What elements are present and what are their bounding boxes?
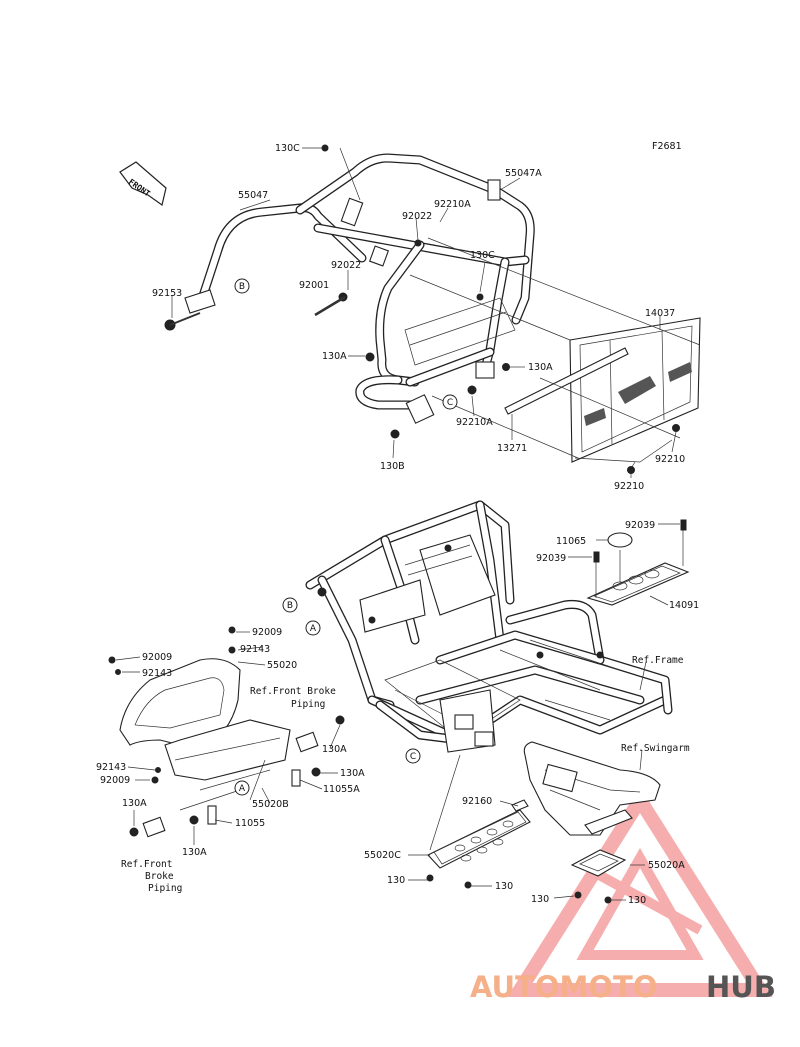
skid-plate-front (426, 754, 531, 889)
label-55020A: 55020A (648, 860, 685, 871)
label-11055A: 11055A (323, 784, 360, 795)
label-92009-a: 92009 (252, 627, 282, 638)
label-130-a: 130 (387, 875, 405, 886)
label-55047: 55047 (238, 190, 268, 201)
label-11055: 11055 (235, 818, 265, 829)
label-130-c: 130 (531, 894, 549, 905)
swingarm (523, 741, 661, 904)
ref-brake-bot-line1: Ref.Front (121, 859, 172, 870)
label-130B: 130B (380, 461, 405, 472)
ref-brake-top-line1: Ref.Front Broke (250, 686, 336, 697)
label-92210-a: 92210 (655, 454, 685, 465)
ref-brake-bot-line2: Broke (145, 871, 174, 882)
label-130A-f: 130A (182, 847, 207, 858)
front-arrow: FRONT (119, 161, 167, 207)
ref-brake-bot-line3: Piping (148, 883, 182, 894)
label-92009-c: 92009 (100, 775, 130, 786)
label-92009-b: 92009 (142, 652, 172, 663)
label-92143-c: 92143 (96, 762, 126, 773)
svg-text:A: A (310, 624, 317, 634)
label-11065: 11065 (556, 536, 586, 547)
label-92153: 92153 (152, 288, 182, 299)
callout-b-frame: B (282, 597, 298, 613)
label-130A-e: 130A (122, 798, 147, 809)
label-55020: 55020 (267, 660, 297, 671)
label-55020C: 55020C (364, 850, 401, 861)
label-13271: 13271 (497, 443, 527, 454)
rear-screen-panel (569, 317, 701, 463)
svg-text:C: C (410, 752, 416, 762)
callout-c-frame: C (405, 748, 421, 764)
label-92001: 92001 (299, 280, 329, 291)
svg-text:AUTOMOTO: AUTOMOTO (470, 970, 657, 1004)
figure-code: F2681 (652, 141, 682, 152)
label-130-b: 130 (495, 881, 513, 892)
label-55047A: 55047A (505, 168, 542, 179)
label-130A-c: 130A (322, 744, 347, 755)
label-130C-mid: 130C (470, 250, 495, 261)
label-14091: 14091 (669, 600, 699, 611)
label-55020B: 55020B (252, 799, 289, 810)
label-92143-a: 92143 (240, 644, 270, 655)
label-130A-d: 130A (340, 768, 365, 779)
part-labels: F2681 130C 55047A 55047 92210A 92022 920… (96, 141, 699, 906)
svg-text:HUB: HUB (706, 970, 776, 1004)
label-92039-a: 92039 (625, 520, 655, 531)
svg-text:B: B (239, 282, 245, 292)
ref-frame: Ref.Frame (632, 655, 684, 666)
label-92022-b: 92022 (331, 260, 361, 271)
roll-bar-assembly (164, 144, 701, 474)
callout-a-frame: A (305, 620, 321, 636)
label-92210A-top: 92210A (434, 199, 471, 210)
main-frame (305, 500, 673, 753)
leader-lines (115, 147, 680, 901)
ref-swingarm: Ref.Swingarm (621, 743, 690, 754)
callout-c-top: C (442, 394, 458, 410)
label-130A-a: 130A (322, 351, 347, 362)
svg-text:B: B (287, 601, 293, 611)
label-92160: 92160 (462, 796, 492, 807)
svg-text:C: C (447, 398, 453, 408)
cover-plate (586, 519, 690, 606)
label-130C-top: 130C (275, 143, 300, 154)
front-guard (108, 626, 345, 838)
label-14037: 14037 (645, 308, 675, 319)
label-92022-a: 92022 (402, 211, 432, 222)
label-92143-b: 92143 (142, 668, 172, 679)
ref-brake-top-line2: Piping (291, 699, 325, 710)
label-92039-b: 92039 (536, 553, 566, 564)
label-130A-b: 130A (528, 362, 553, 373)
watermark-logo: AUTOMOTO HUB (470, 970, 776, 1004)
label-130-d: 130 (628, 895, 646, 906)
svg-text:A: A (239, 784, 246, 794)
callout-b-top: B (234, 278, 250, 294)
label-92210A-bot: 92210A (456, 417, 493, 428)
callout-a-guard: A (234, 780, 250, 796)
label-92210-b: 92210 (614, 481, 644, 492)
